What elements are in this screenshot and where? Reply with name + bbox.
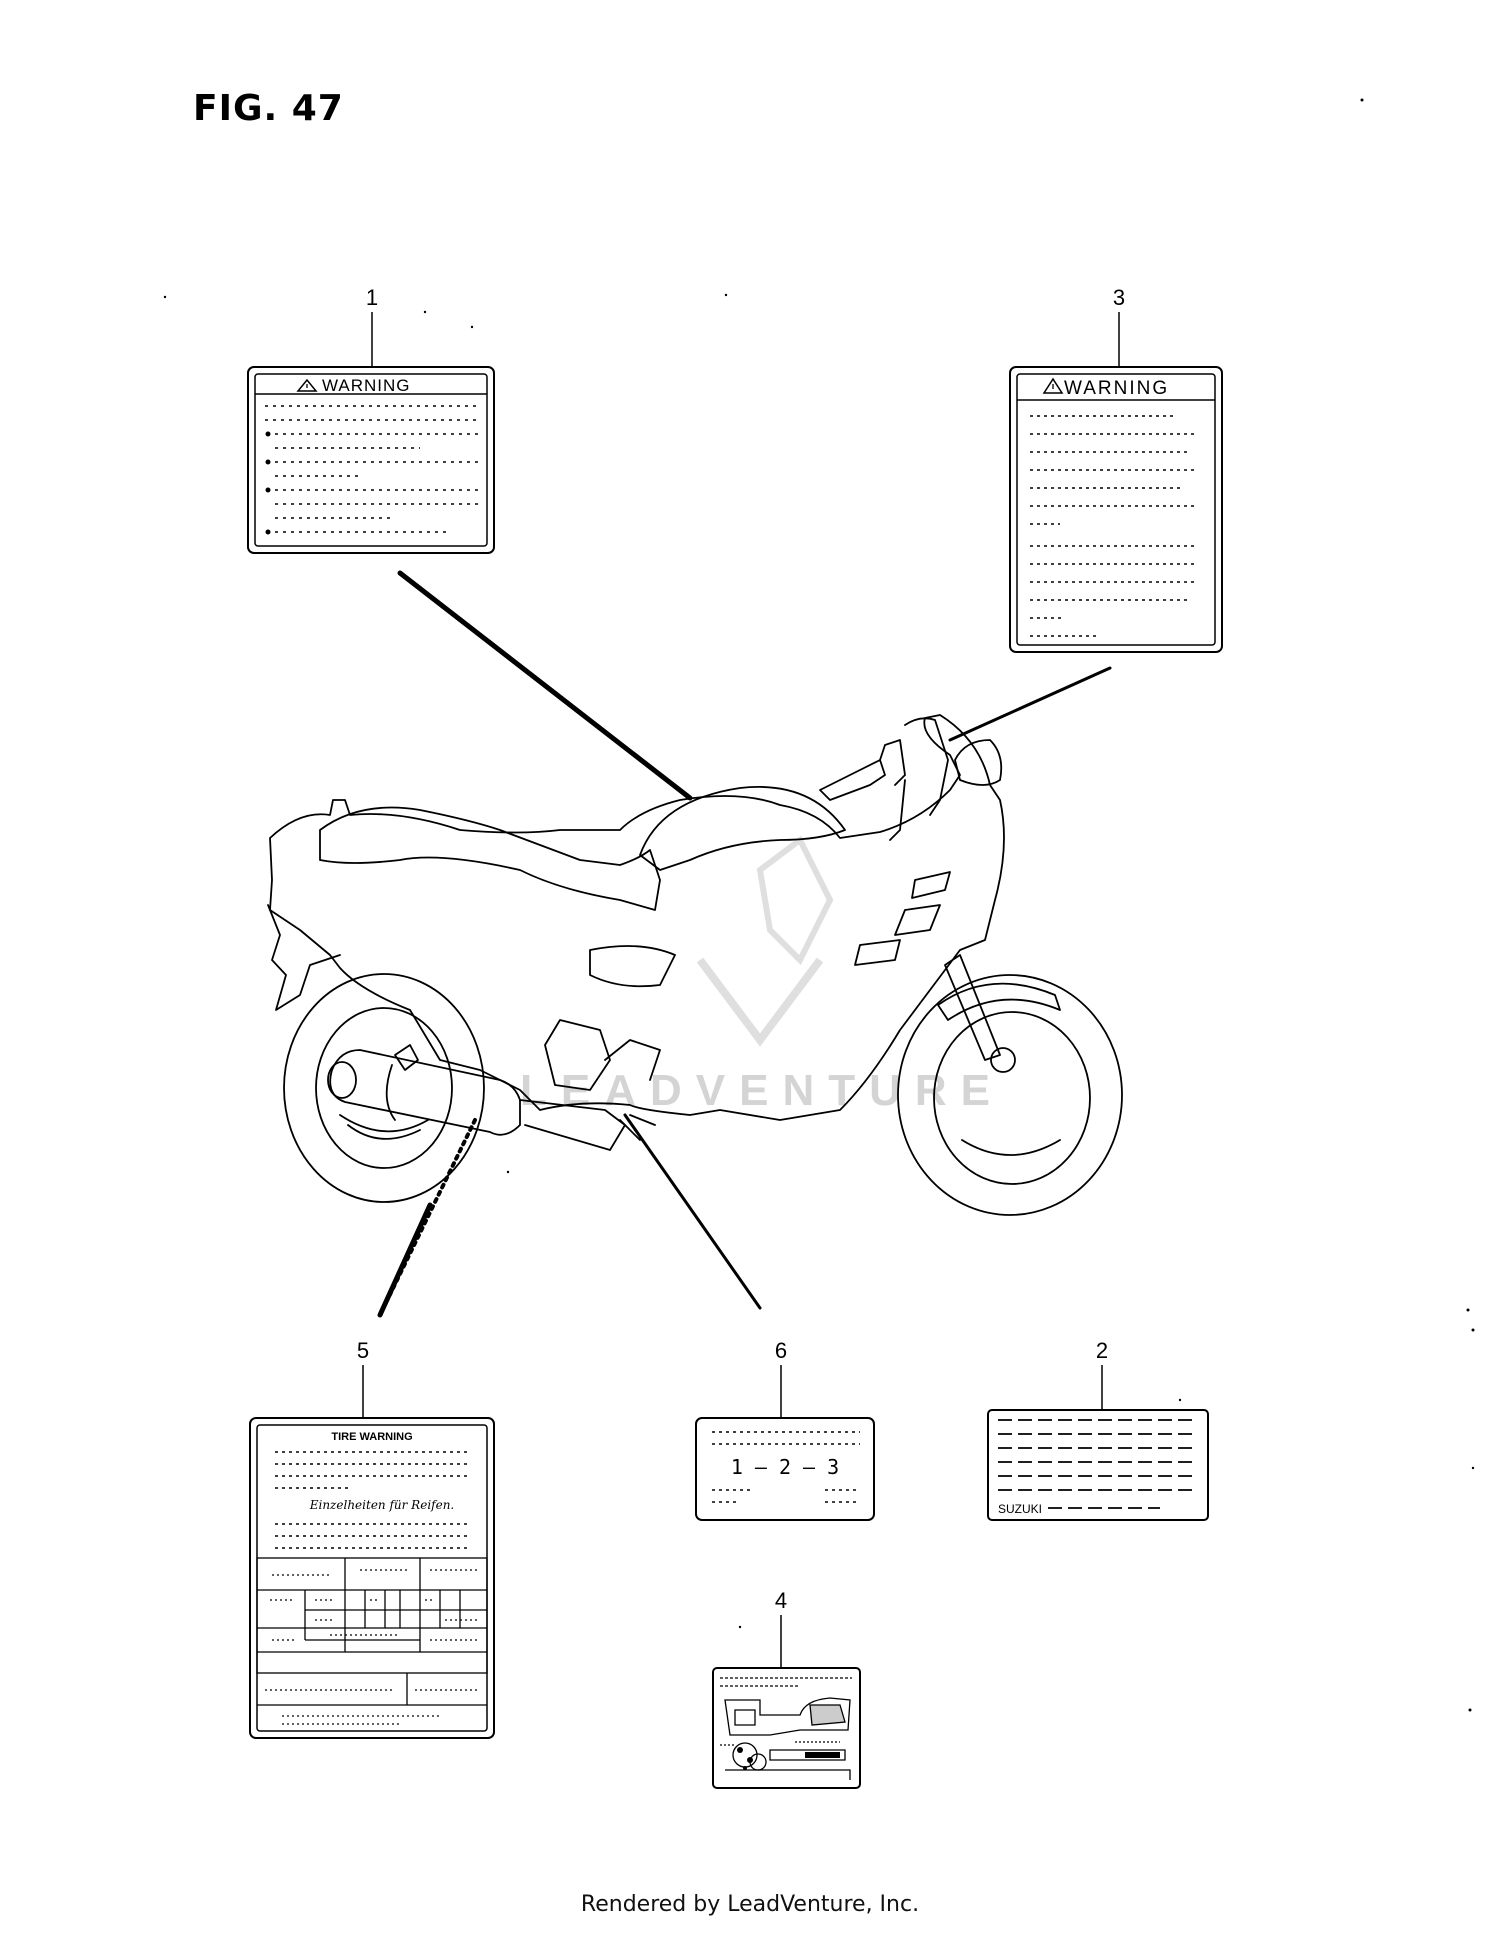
callout-4-number: 4 [775,1588,787,1613]
label-5-tire-warning[interactable]: TIRE WARNING Einzelheiten für Reifen. [249,1417,495,1739]
callout-3-number: 3 [1113,285,1125,310]
label-2-suzuki[interactable]: SUZUKI [987,1409,1209,1521]
callout-6-number: 6 [775,1338,787,1363]
callout-2-number: 2 [1096,1338,1108,1363]
label-5-table [256,1557,488,1706]
label-5-text-lines [275,1451,470,1489]
warning-triangle-icon [1042,377,1064,394]
label-2-brand: SUZUKI [998,1502,1042,1516]
label-3-text-lines [1030,415,1195,637]
label-5-title: TIRE WARNING [331,1431,412,1443]
label-1-text-lines [265,405,480,533]
label-6-text: 1 – 2 – 3 [731,1455,839,1479]
watermark: LEADVENTURE [520,835,1004,1115]
label-1-warning[interactable]: WARNING [247,366,495,554]
motorcycle-illustration [267,714,1123,1216]
label-4-routing-diagram[interactable] [712,1667,861,1789]
warning-triangle-icon [296,378,318,392]
label-3-title: WARNING [1064,378,1169,399]
label-5-script: Einzelheiten für Reifen. [309,1498,455,1512]
footer-credit: Rendered by LeadVenture, Inc. [580,1892,920,1917]
callout-1-number: 1 [366,285,378,310]
leader-lines [377,570,1112,1318]
label-6-sequence[interactable]: 1 – 2 – 3 [695,1417,875,1521]
scan-specks [163,98,1475,1712]
label-1-title: WARNING [322,376,411,395]
figure-title: FIG. 47 [193,88,344,129]
watermark-text: LEADVENTURE [520,1066,1004,1115]
label-3-warning[interactable]: WARNING [1009,366,1223,653]
callout-5-number: 5 [357,1338,369,1363]
